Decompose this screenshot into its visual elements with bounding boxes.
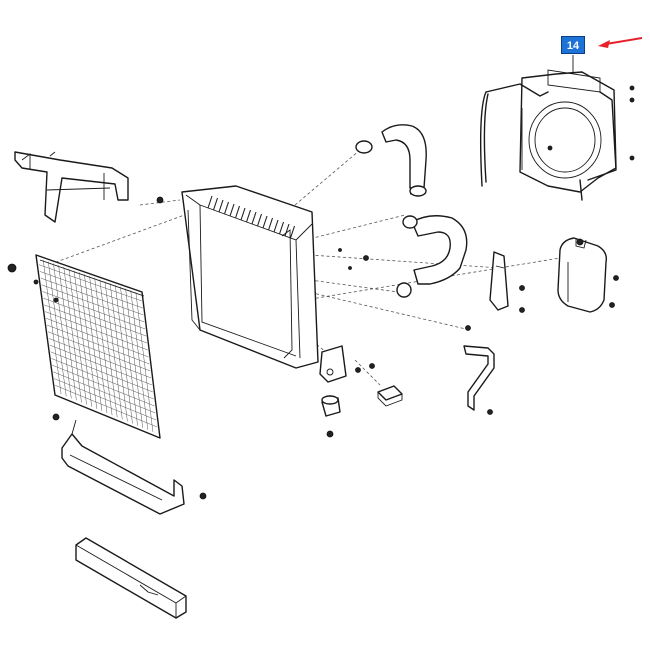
radiator-mount xyxy=(319,345,375,383)
rubber-mount xyxy=(321,395,341,438)
callout-14: 14 xyxy=(561,36,585,54)
condenser xyxy=(7,254,161,439)
fan-shroud xyxy=(479,69,635,201)
lower-hose xyxy=(396,215,468,298)
expansion-tank xyxy=(557,237,619,313)
condenser-lower-bracket xyxy=(52,413,207,515)
tank-bracket xyxy=(489,251,525,313)
radiator xyxy=(181,185,369,369)
pipe-bracket xyxy=(463,325,495,415)
mounting-bracket xyxy=(14,151,164,223)
red-arrow xyxy=(598,37,643,48)
upper-hose xyxy=(355,124,427,197)
foam-strip xyxy=(75,537,187,619)
pad xyxy=(377,385,403,407)
